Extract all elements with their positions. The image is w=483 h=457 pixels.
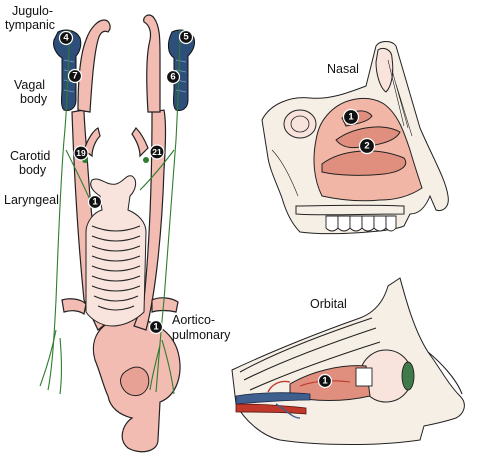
marker-19: 19 (73, 145, 89, 161)
label-aortico-line1: Aortico- (172, 313, 215, 327)
label-carotid-line1: Carotid (10, 149, 50, 163)
marker-7: 7 (67, 68, 83, 84)
left-internal-carotid (77, 19, 111, 113)
tracheal-rings (91, 225, 141, 311)
upper-teeth (325, 215, 397, 232)
marker-1-nasal: 1 (342, 108, 360, 126)
marker-1-aortic-text: 1 (153, 322, 159, 333)
optic-nerve-section (355, 367, 373, 387)
marker-6-text: 6 (170, 72, 175, 83)
right-laryngeal-nerve-branch (139, 149, 175, 191)
marker-1-orbital-text: 1 (322, 376, 328, 387)
orbital-vein (235, 392, 311, 405)
marker-21-text: 21 (152, 147, 162, 157)
orbital-skull-outline (231, 277, 465, 445)
inferior-turbinate (321, 150, 407, 176)
marker-7-text: 7 (72, 71, 77, 82)
marker-2-nasal-text: 2 (364, 141, 369, 152)
marker-5: 5 (178, 29, 194, 45)
hard-palate (295, 204, 405, 216)
left-nerve-branch-b (59, 337, 63, 395)
right-nerve-branch-b (149, 344, 161, 391)
iris (401, 361, 415, 391)
aortic-root (120, 366, 150, 396)
marker-1-laryngeal-text: 1 (92, 197, 98, 208)
marker-19-text: 19 (76, 148, 86, 158)
marker-1-laryngeal: 1 (87, 194, 103, 210)
left-vagus-nerve (47, 29, 71, 391)
marker-21: 21 (149, 144, 165, 160)
label-aortico-line2: pulmonary (172, 328, 231, 342)
marker-2-nasal: 2 (358, 137, 376, 155)
sphenoid-sinus (283, 109, 317, 139)
marker-5-text: 5 (183, 32, 189, 43)
label-nasal: Nasal (327, 62, 359, 76)
nasal-panel (261, 41, 449, 235)
marker-4-text: 4 (63, 33, 69, 44)
left-nerve-branch-a (39, 329, 57, 387)
label-jugulotympanic-line1: Jugulo- (12, 4, 53, 18)
right-subclavian (151, 297, 179, 313)
orbital-panel (231, 277, 465, 445)
label-vagal-line2: body (20, 92, 48, 106)
left-subclavian (61, 298, 87, 315)
right-nerve-branch-a (161, 339, 175, 395)
marker-1-orbital: 1 (317, 373, 333, 389)
laryngeal-nerve-branch (65, 149, 91, 201)
orbital-artery (235, 403, 307, 415)
marker-4: 4 (58, 30, 74, 46)
right-external-carotid (131, 127, 149, 158)
label-vagal-line1: Vagal (14, 78, 45, 92)
right-internal-carotid (143, 14, 161, 113)
frontal-sinus (375, 47, 394, 93)
label-jugulotympanic-line2: tympanic (5, 18, 55, 32)
marker-1-aortic: 1 (148, 319, 164, 335)
label-laryngeal: Laryngeal (4, 193, 59, 207)
right-carotid-body (143, 157, 149, 163)
label-carotid-line2: body (19, 163, 47, 177)
marker-6: 6 (165, 69, 181, 85)
marker-1-nasal-text: 1 (348, 112, 354, 123)
neck-vessels-panel (39, 14, 195, 453)
label-orbital: Orbital (310, 297, 347, 311)
right-jugular-bulb (167, 29, 195, 111)
middle-turbinate (335, 126, 401, 149)
left-external-carotid (83, 127, 101, 158)
